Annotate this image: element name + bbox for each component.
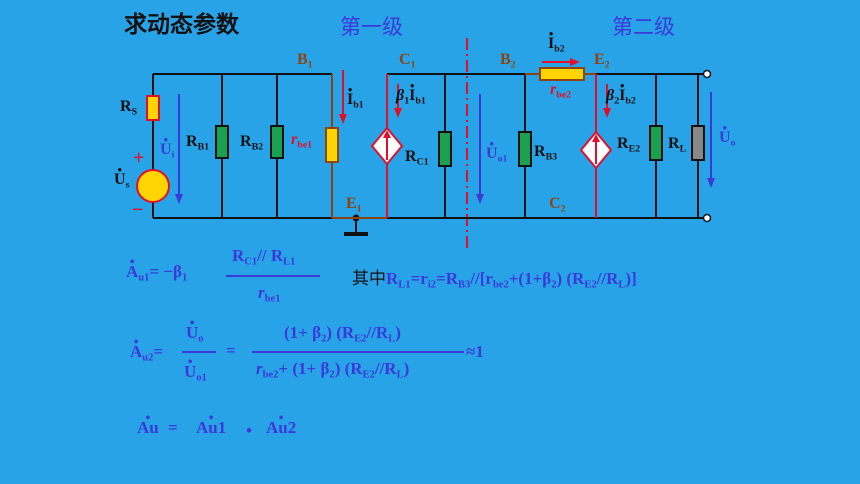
- label-plus: +: [133, 147, 145, 169]
- arrow-beta2-head: [603, 108, 611, 118]
- formula2-right-fraction-bar: [252, 351, 464, 353]
- current-source-1-head: [383, 130, 391, 138]
- label-ib2: Ib2: [548, 36, 565, 54]
- formula2-left-fraction-bar: [182, 351, 216, 353]
- voltage-source: [136, 169, 170, 203]
- label-e2: E2: [594, 51, 610, 71]
- terminal-bottom: [702, 213, 712, 223]
- current-source-2-head: [592, 134, 600, 142]
- resistor-rl: [691, 125, 705, 161]
- formula1-numerator: RC1// RL1: [232, 246, 296, 268]
- formula2-left-numerator: Uo: [186, 324, 204, 345]
- label-rs: RS: [120, 98, 138, 118]
- resistor-rbe2: [539, 67, 585, 81]
- label-b1: B1: [297, 51, 313, 71]
- page-title: 求动态参数: [124, 12, 239, 38]
- arrow-uo1-head: [476, 194, 484, 204]
- label-minus: −: [132, 199, 144, 221]
- resistor-rb1: [215, 125, 229, 159]
- formula3-dot: •: [246, 421, 252, 440]
- label-rl: RL: [668, 135, 687, 155]
- formula1-fraction-bar: [226, 275, 320, 277]
- label-rc1: RC1: [405, 148, 429, 168]
- label-c2: C2: [549, 195, 566, 215]
- arrow-uo-head: [707, 178, 715, 188]
- label-re2: RE2: [617, 135, 641, 155]
- formula1-lhs: Au1= −β1: [126, 263, 187, 284]
- label-ui: Ui: [160, 142, 174, 160]
- arrow-ib1-head: [339, 114, 347, 124]
- label-b2: B2: [500, 51, 516, 71]
- label-ib1: Ib1: [347, 92, 364, 110]
- terminal-top: [702, 69, 712, 79]
- formula3-equals: =: [168, 418, 178, 437]
- label-e1: E1: [346, 195, 362, 215]
- arrow-ib2-head: [570, 58, 580, 66]
- resistor-rc1: [438, 131, 452, 167]
- formula1-note: 其中RL1=ri2=RB3//[rbe2+(1+β2) (RE2//RL)]: [352, 269, 637, 291]
- formula3-au: Au: [137, 419, 159, 436]
- label-us: Us: [114, 172, 129, 190]
- stage-two-label: 第二级: [612, 15, 675, 39]
- formula3-au2: Au2: [266, 419, 296, 436]
- label-rb2: RB2: [240, 133, 264, 153]
- resistor-rs: [146, 95, 160, 121]
- resistor-re2: [649, 125, 663, 161]
- arrow-beta1-head: [394, 108, 402, 118]
- formula2-equals: =: [226, 341, 236, 360]
- label-rbe2: rbe2: [550, 81, 572, 101]
- formula2-lhs: Au2=: [130, 343, 163, 364]
- stage-one-label: 第一级: [340, 15, 403, 39]
- label-uo1: Uo1: [486, 146, 507, 164]
- label-rbe1: rbe1: [291, 131, 313, 151]
- label-uo: Uo: [719, 130, 736, 148]
- label-rb3: RB3: [534, 143, 558, 163]
- label-c1: C1: [399, 51, 416, 71]
- resistor-rb3: [518, 131, 532, 167]
- resistor-rbe1: [325, 127, 339, 163]
- label-beta1-ib1: β1Ib1: [396, 88, 426, 106]
- formula2-approx: ≈1: [466, 342, 484, 361]
- resistor-rb2: [270, 125, 284, 159]
- formula2-left-denominator: Uo1: [184, 363, 207, 384]
- formula3-au1: Au1: [196, 419, 226, 436]
- formula2-right-denominator: rbe2+ (1+ β2) (RE2//RL): [256, 359, 410, 381]
- arrow-ui-head: [175, 194, 183, 204]
- label-rb1: RB1: [186, 133, 210, 153]
- formula2-right-numerator: (1+ β2) (RE2//RL): [284, 323, 401, 345]
- formula1-denominator: rbe1: [258, 283, 281, 305]
- label-beta2-ib2: β2Ib2: [606, 88, 636, 106]
